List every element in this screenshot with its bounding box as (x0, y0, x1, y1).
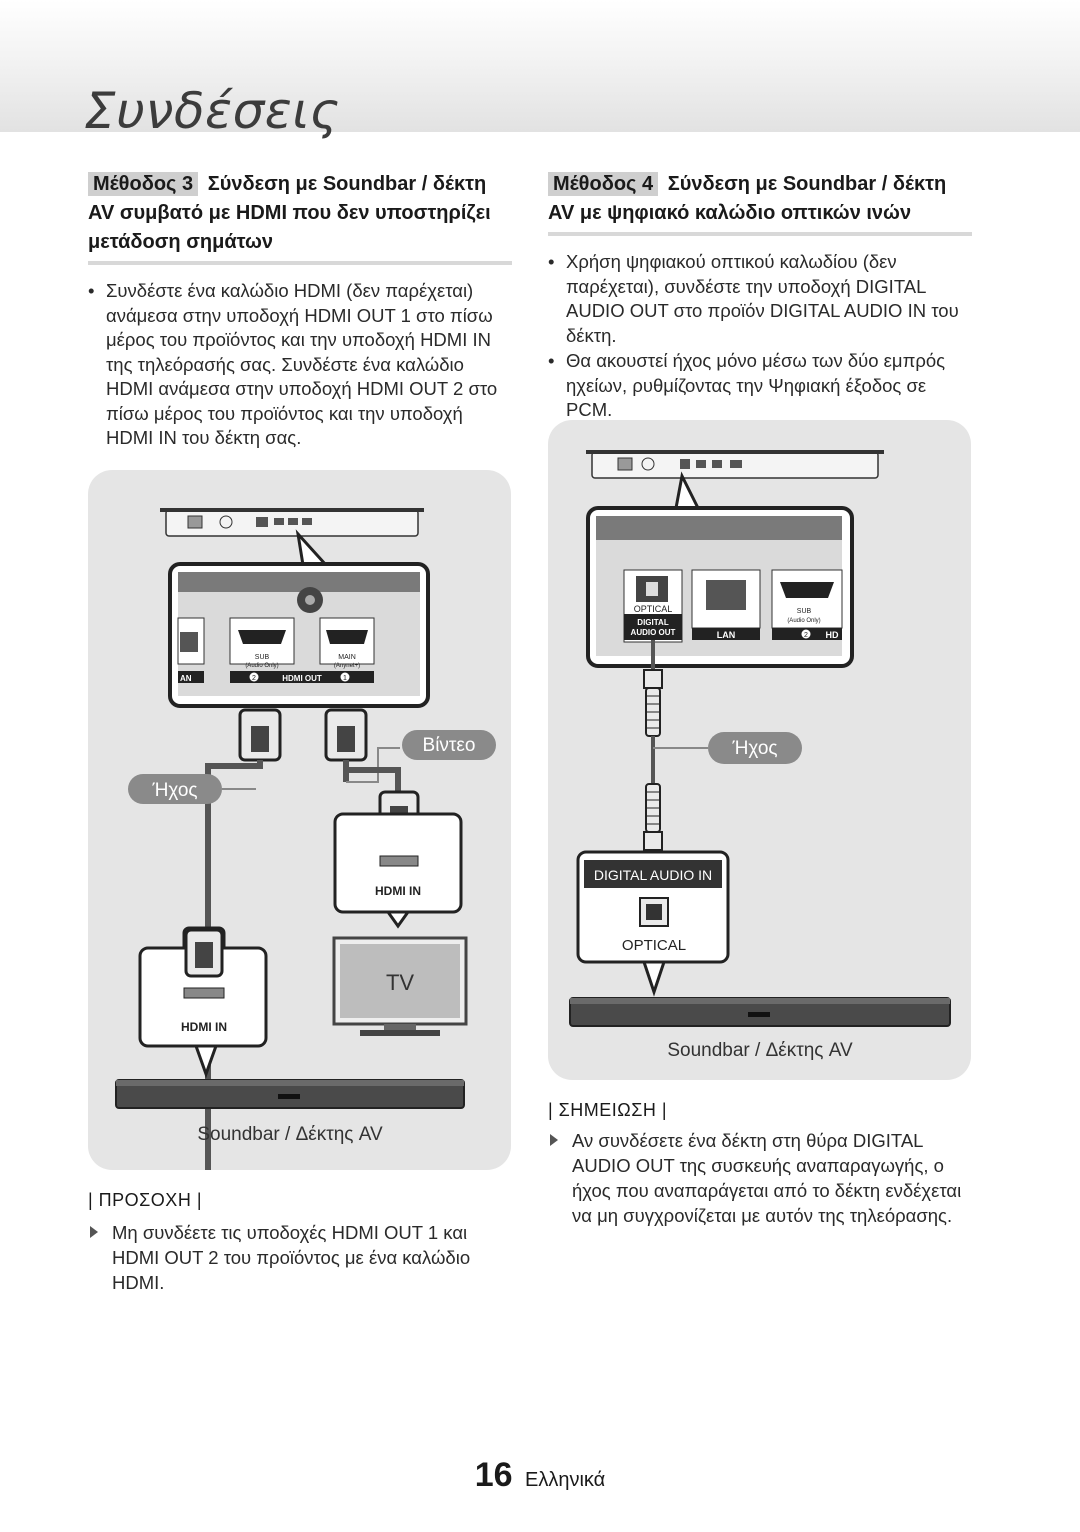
method4-heading-text: Σύνδεση με Soundbar / δέκτη AV με ψηφιακ… (548, 173, 947, 224)
audio-label-pill (708, 732, 802, 764)
port-main-label: MAIN (338, 654, 356, 661)
audio-label-pill (128, 774, 222, 804)
method3-section: Μέθοδος 3 Σύνδεση με Soundbar / δέκτη AV… (88, 170, 512, 452)
optical-in-label: OPTICAL (622, 937, 686, 954)
method3-diagram-svg: SUB (Audio Only) MAIN (Anynet+) AN 2 HDM… (115, 508, 496, 1230)
receiver-hdmi-in-label: HDMI IN (181, 1020, 227, 1034)
port-main-note: (Anynet+) (334, 663, 360, 669)
hdmi-plug-icon (238, 708, 282, 762)
method4-bullet-1: Χρήση ψηφιακού οπτικού καλωδίου (δεν παρ… (548, 250, 972, 348)
optical-plug-icon (643, 783, 663, 851)
optical-label: OPTICAL (634, 604, 673, 614)
method4-bullets: Χρήση ψηφιακού οπτικού καλωδίου (δεν παρ… (548, 250, 972, 423)
hd-fragment: HD (826, 630, 839, 640)
callout-pointer (295, 529, 330, 567)
note: Αν συνδέσετε ένα δέκτη στη θύρα DIGITAL … (548, 1128, 972, 1228)
method4-diagram: OPTICAL DIGITAL AUDIO OUT LAN SUB (Audio… (548, 420, 971, 1080)
hdmi-plug-icon (324, 708, 368, 762)
lan-label: LAN (717, 630, 736, 640)
hdmi-out-label: HDMI OUT (282, 674, 322, 683)
header-band (0, 0, 1080, 132)
player-back-icon (160, 508, 424, 537)
video-label-pill (402, 730, 496, 760)
player-back-icon (586, 450, 884, 479)
method4-diagram-svg: OPTICAL DIGITAL AUDIO OUT LAN SUB (Audio… (569, 450, 951, 1061)
method3-diagram: SUB (Audio Only) MAIN (Anynet+) AN 2 HDM… (88, 470, 511, 1230)
method4-section: Μέθοδος 4 Σύνδεση με Soundbar / δέκτη AV… (548, 170, 972, 424)
page-title: Συνδέσεις (84, 82, 340, 140)
optical-plug-icon (643, 669, 663, 737)
digital-audio-in-label: DIGITAL AUDIO IN (594, 867, 712, 883)
page-language: Ελληνικά (525, 1469, 606, 1491)
audio-label: Ήχος (731, 738, 777, 759)
method3-tag: Μέθοδος 3 (88, 172, 199, 196)
method4-heading: Μέθοδος 4 Σύνδεση με Soundbar / δέκτη AV… (548, 170, 972, 236)
arrow-right-icon (90, 1226, 98, 1238)
note-text: Αν συνδέσετε ένα δέκτη στη θύρα DIGITAL … (572, 1130, 962, 1226)
method4-bullet-2: Θα ακουστεί ήχος μόνο μέσω των δύο εμπρό… (548, 349, 972, 423)
callout-pointer (674, 471, 701, 510)
method3-bullet-1: Συνδέστε ένα καλώδιο HDMI (δεν παρέχεται… (88, 279, 512, 451)
tv-icon (332, 936, 468, 1036)
sub-note: (Audio Only) (787, 618, 820, 624)
num-1-badge: 1 (343, 675, 347, 682)
method4-caption: Soundbar / Δέκτης AV (667, 1040, 853, 1061)
sub-label: SUB (797, 608, 812, 615)
method3-caption: Soundbar / Δέκτης AV (197, 1124, 383, 1145)
page-footer: 16 Ελληνικά (0, 1456, 1080, 1495)
page-number: 16 (474, 1456, 513, 1494)
soundbar-icon (115, 1079, 465, 1109)
caution-text: Μη συνδέετε τις υποδοχές HDMI OUT 1 και … (112, 1222, 471, 1293)
video-label: Βίντεο (423, 735, 476, 756)
num-2-badge: 2 (252, 675, 256, 682)
audio-label: Ήχος (151, 780, 197, 801)
digital-label: DIGITAL (637, 618, 669, 627)
soundbar-icon (569, 997, 951, 1027)
method3-bullets: Συνδέστε ένα καλώδιο HDMI (δεν παρέχεται… (88, 279, 512, 451)
note-title: | ΣΗΜΕΙΩΣΗ | (548, 1100, 668, 1120)
arrow-right-icon (550, 1134, 558, 1146)
caution-note: Μη συνδέετε τις υποδοχές HDMI OUT 1 και … (88, 1220, 512, 1295)
tv-label: TV (386, 970, 414, 995)
method3-heading-text: Σύνδεση με Soundbar / δέκτη AV συμβατό μ… (88, 173, 491, 253)
num-2-badge: 2 (804, 632, 808, 639)
caution-title: | ΠΡΟΣΟΧΗ | (88, 1190, 202, 1210)
lan-fragment: AN (180, 674, 192, 683)
port-sub-note: (Audio Only) (245, 663, 278, 669)
audio-out-label: AUDIO OUT (631, 628, 676, 637)
port-sub-label: SUB (255, 654, 270, 661)
tv-hdmi-in-label: HDMI IN (375, 884, 421, 898)
method4-tag: Μέθοδος 4 (548, 172, 659, 196)
method3-heading: Μέθοδος 3 Σύνδεση με Soundbar / δέκτη AV… (88, 170, 512, 265)
